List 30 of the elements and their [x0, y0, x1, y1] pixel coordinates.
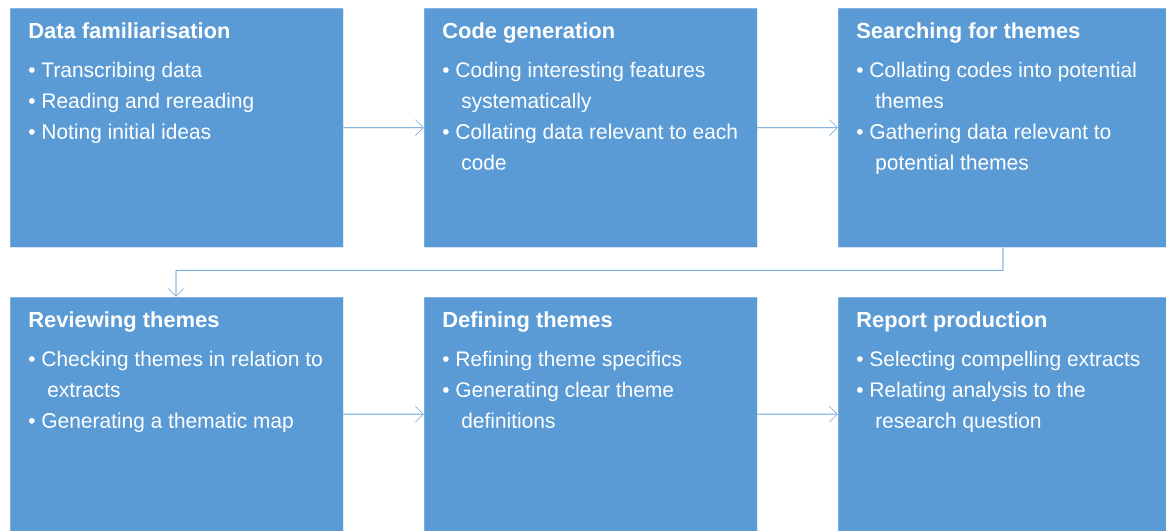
arrow: [342, 405, 424, 423]
bullet-item: • Checking themes in relation to extracts: [29, 350, 322, 398]
process-box: [424, 297, 758, 531]
step-heading: Reviewing themes: [29, 311, 219, 332]
process-box: [424, 8, 758, 248]
process-box: [838, 8, 1166, 248]
arrow: [167, 246, 1004, 297]
arrow: [756, 405, 838, 423]
process-box: [10, 8, 344, 248]
bullet-item: • Generating a thematic map: [29, 412, 293, 433]
step-heading: Report production: [857, 311, 1046, 332]
step-heading: Data familiarisation: [29, 22, 229, 39]
step-heading: Defining themes: [443, 311, 612, 332]
bullet-item: • Collating codes into potential themes: [857, 61, 1136, 109]
bullet-item: • Noting initial ideas: [29, 123, 211, 144]
bullet-item: • Reading and rereading: [29, 92, 253, 113]
bullet-item: • Transcribing data: [29, 61, 203, 82]
bullet-item: • Generating clear theme definitions: [443, 381, 673, 428]
arrow: [342, 119, 424, 137]
bullet-item: • Collating data relevant to each code: [443, 123, 737, 170]
bullet-item: • Relating analysis to the research question: [857, 381, 1085, 433]
process-box: [10, 297, 344, 531]
process-box: [838, 297, 1166, 531]
step-heading: Searching for themes: [856, 22, 1080, 43]
bullet-item: • Gathering data relevant to potential themes: [857, 123, 1111, 174]
bullet-item: • Refining theme specifics: [443, 350, 682, 371]
bullet-item: • Selecting compelling extracts: [857, 350, 1140, 371]
arrow: [756, 119, 838, 137]
step-heading: Code generation: [443, 22, 614, 43]
bullet-item: • Coding interesting features systematically: [443, 61, 705, 113]
